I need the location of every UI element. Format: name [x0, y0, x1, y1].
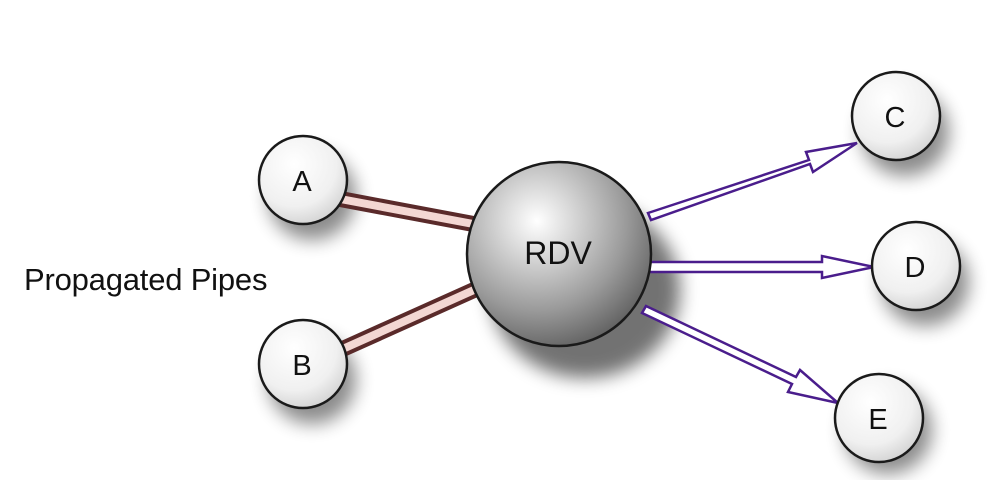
- rdv-hub: RDV: [465, 160, 653, 348]
- arrow-rdv-to-c: [646, 141, 858, 222]
- rdv-label: RDV: [524, 235, 592, 271]
- node-d: D: [870, 220, 962, 312]
- node-c: C: [850, 70, 942, 162]
- pipe-a-to-rdv: [327, 190, 492, 234]
- node-b-label: B: [292, 350, 311, 382]
- node-d-label: D: [905, 252, 926, 284]
- node-e-label: E: [868, 404, 887, 436]
- node-a-label: A: [292, 166, 312, 198]
- node-c-label: C: [885, 102, 906, 134]
- propagated-pipes-caption: Propagated Pipes: [24, 262, 268, 297]
- node-a: A: [257, 134, 349, 226]
- pipe-b-to-rdv: [328, 273, 502, 360]
- arrow-rdv-to-d: [634, 254, 875, 280]
- node-e: E: [833, 372, 925, 464]
- node-b: B: [257, 318, 349, 410]
- arrow-rdv-to-e: [640, 304, 839, 405]
